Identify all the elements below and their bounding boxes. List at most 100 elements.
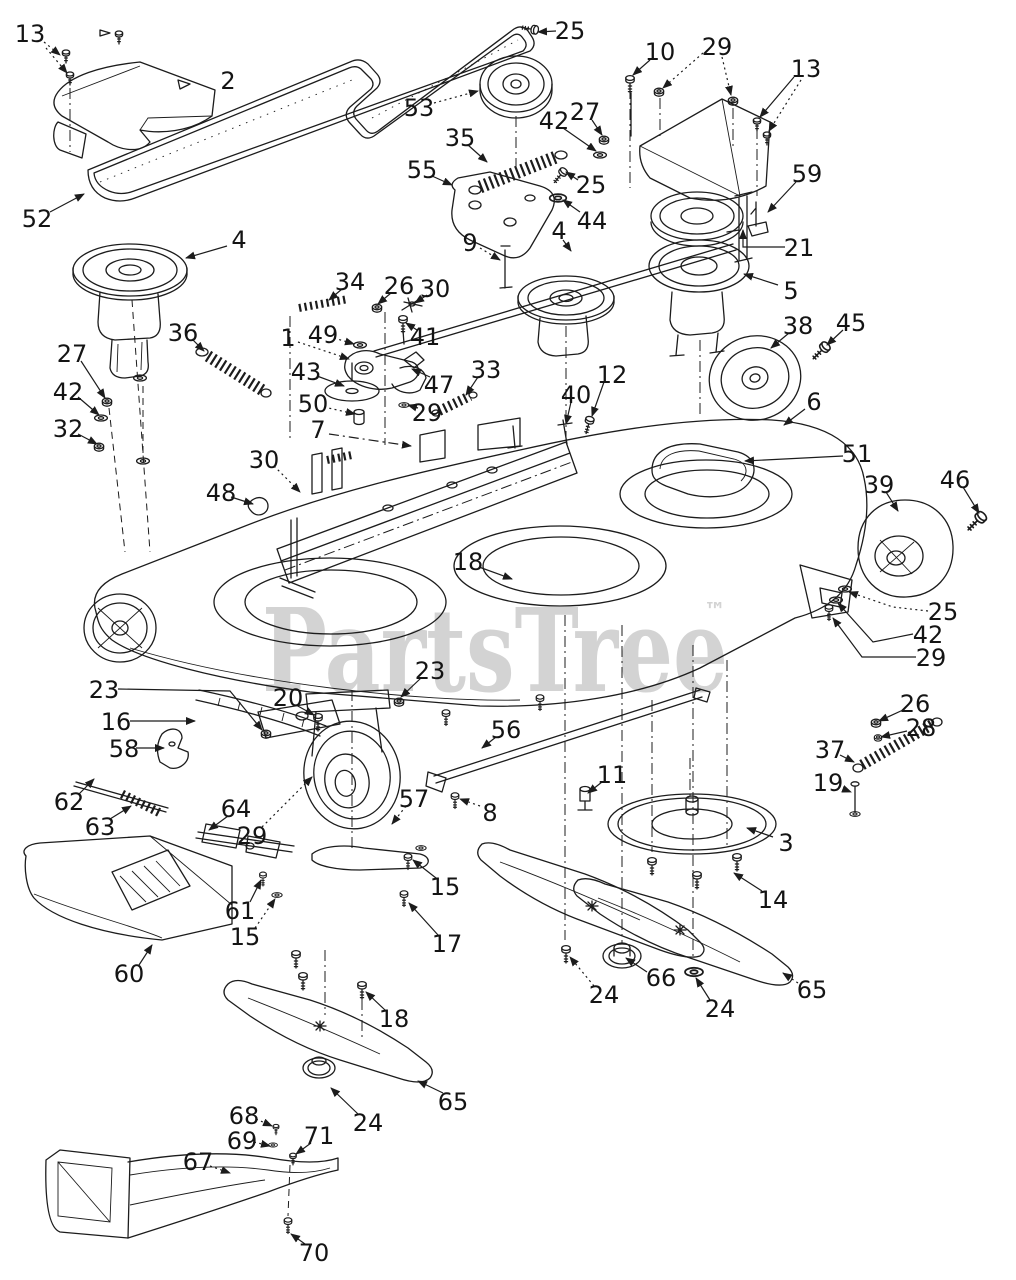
bracket-57 <box>259 845 429 908</box>
callout-6: 6 <box>783 388 822 426</box>
part-number-4: 4 <box>551 217 566 245</box>
part-number-7: 7 <box>310 416 325 444</box>
part-number-44: 44 <box>577 207 608 235</box>
callout-27: 27 <box>570 98 603 136</box>
callout-57: 57 <box>391 785 430 825</box>
callout-56: 56 <box>481 716 522 749</box>
part-number-63: 63 <box>85 813 116 841</box>
part-number-42: 42 <box>913 621 944 649</box>
part-number-35: 35 <box>445 124 476 152</box>
part-number-6: 6 <box>806 388 821 416</box>
part-number-51: 51 <box>842 440 873 468</box>
callout-59: 59 <box>767 160 822 213</box>
part-number-16: 16 <box>101 708 132 736</box>
callout-32: 32 <box>53 415 98 445</box>
callout-42: 42 <box>539 107 597 152</box>
callout-26: 26 <box>878 690 930 722</box>
callout-17: 17 <box>408 902 462 958</box>
callout-15: 15 <box>230 898 276 951</box>
part-number-24: 24 <box>353 1109 384 1137</box>
part-number-62: 62 <box>54 788 85 816</box>
spring-37-hardware <box>849 717 943 817</box>
callout-21: 21 <box>739 229 814 262</box>
callout-34: 34 <box>328 268 365 301</box>
part-number-30: 30 <box>420 275 451 303</box>
callout-37: 37 <box>815 736 855 764</box>
callout-28: 28 <box>880 714 937 742</box>
part-number-10: 10 <box>645 38 676 66</box>
part-number-61: 61 <box>225 897 256 925</box>
part-number-56: 56 <box>491 716 522 744</box>
callout-2: 2 <box>220 67 235 95</box>
callout-4: 4 <box>551 217 572 252</box>
callout-60: 60 <box>114 944 153 988</box>
part-number-12: 12 <box>597 361 628 389</box>
callout-55: 55 <box>407 156 453 186</box>
callout-25: 25 <box>565 171 607 199</box>
callout-29: 29 <box>832 617 947 672</box>
callout-29: 29 <box>407 399 443 427</box>
part-number-29: 29 <box>702 33 733 61</box>
callout-52: 52 <box>22 193 85 233</box>
callout-40: 40 <box>561 381 591 425</box>
part-number-2: 2 <box>220 67 235 95</box>
callout-39: 39 <box>864 471 899 512</box>
part-number-60: 60 <box>114 960 145 988</box>
part-number-25: 25 <box>576 171 607 199</box>
part-number-4: 4 <box>231 226 246 254</box>
discharge-chute-67 <box>45 1123 339 1239</box>
part-number-65: 65 <box>438 1088 469 1116</box>
part-number-57: 57 <box>399 785 430 813</box>
callout-58: 58 <box>109 735 165 763</box>
part-number-30: 30 <box>249 446 280 474</box>
watermark-tm: ™ <box>704 599 726 624</box>
callout-18: 18 <box>365 991 409 1033</box>
part-number-24: 24 <box>589 981 620 1009</box>
cover-plate-3 <box>607 660 777 890</box>
part-number-67: 67 <box>183 1148 214 1176</box>
shoulder-bolt-11 <box>577 785 593 811</box>
callout-50: 50 <box>298 390 356 418</box>
callout-19: 19 <box>813 769 852 797</box>
part-number-3: 3 <box>778 829 793 857</box>
part-number-1: 1 <box>280 324 295 352</box>
callout-33: 33 <box>465 356 501 396</box>
gauge-wheel-38 <box>708 335 802 421</box>
part-number-50: 50 <box>298 390 329 418</box>
callout-44: 44 <box>562 199 608 235</box>
callout-42: 42 <box>53 378 100 416</box>
callout-13: 13 <box>15 20 68 74</box>
part-number-32: 32 <box>53 415 84 443</box>
callout-25: 25 <box>537 17 585 45</box>
part-number-9: 9 <box>462 229 477 257</box>
callout-42: 42 <box>837 602 944 649</box>
belt-cover-right <box>548 74 772 203</box>
part-number-29: 29 <box>916 644 947 672</box>
drive-belt <box>87 26 535 202</box>
callout-30: 30 <box>249 446 301 493</box>
part-number-13: 13 <box>791 55 822 83</box>
part-number-65: 65 <box>797 976 828 1004</box>
part-number-53: 53 <box>404 94 435 122</box>
part-number-29: 29 <box>412 399 443 427</box>
callout-24: 24 <box>330 1087 384 1137</box>
part-number-49: 49 <box>308 321 339 349</box>
part-number-23: 23 <box>89 676 120 704</box>
part-number-42: 42 <box>53 378 84 406</box>
callout-15: 15 <box>412 859 460 901</box>
callout-70: 70 <box>290 1233 330 1267</box>
part-number-5: 5 <box>783 277 798 305</box>
callout-61: 61 <box>225 879 262 925</box>
callout-51: 51 <box>744 440 873 468</box>
callout-46: 46 <box>940 466 980 514</box>
belt-keeper-cover <box>53 29 216 159</box>
hardware-left-column <box>93 374 151 553</box>
callout-4: 4 <box>185 226 247 260</box>
part-number-70: 70 <box>299 1239 330 1267</box>
callout-5: 5 <box>743 272 799 305</box>
part-number-58: 58 <box>109 735 140 763</box>
part-number-28: 28 <box>906 714 937 742</box>
callout-64: 64 <box>208 795 251 831</box>
part-number-29: 29 <box>237 822 268 850</box>
part-number-23: 23 <box>415 657 446 685</box>
